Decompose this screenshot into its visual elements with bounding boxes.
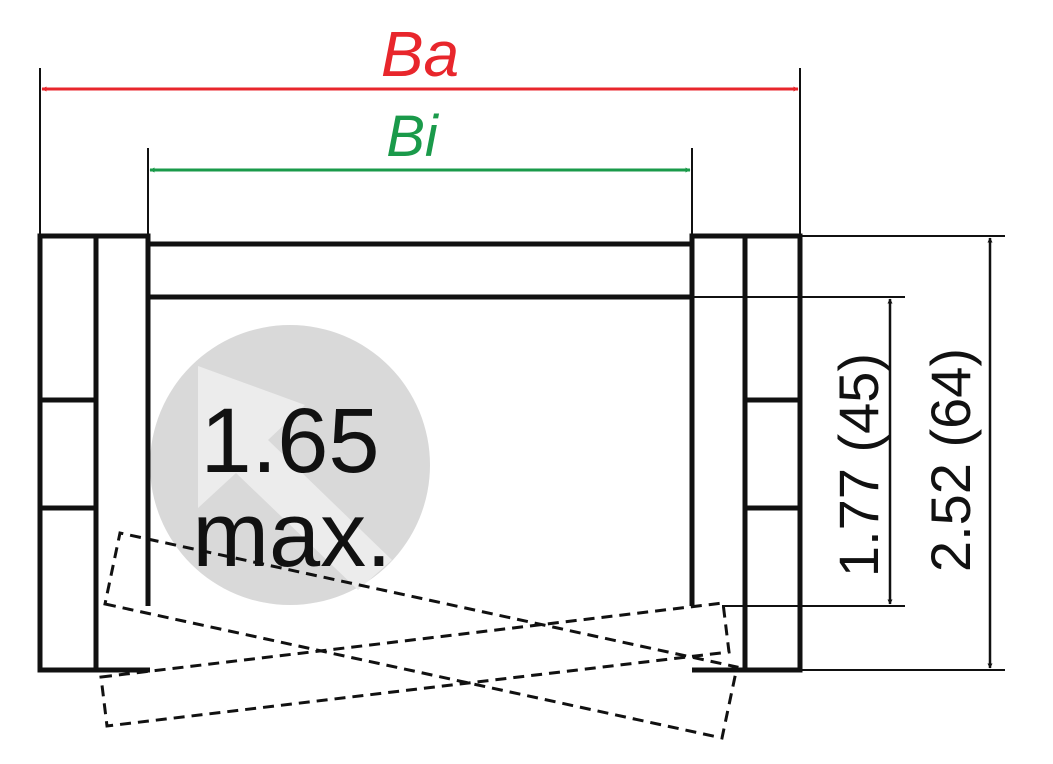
outer-width-dimension: Ba xyxy=(39,18,801,236)
right-side-plate-inner xyxy=(689,233,745,606)
inner-height-label: 1.77 (45) xyxy=(827,353,890,577)
opened-crossbar-outline xyxy=(99,531,739,740)
left-side-plate-outer xyxy=(37,233,99,673)
opened-crossbar-a xyxy=(103,531,739,740)
opened-crossbar-b xyxy=(99,601,731,728)
right-side-link xyxy=(689,233,803,673)
inner-width-label: Bi xyxy=(386,104,440,169)
left-side-link xyxy=(37,233,151,673)
right-side-plate-outer xyxy=(742,233,803,673)
bend-radius-badge: 1.65 max. xyxy=(150,325,430,605)
bend-radius-value: 1.65 xyxy=(200,390,379,492)
outer-height-label: 2.52 (64) xyxy=(919,348,982,572)
top-crossbar xyxy=(148,241,692,300)
outer-width-label: Ba xyxy=(381,18,459,90)
arrow-up-left-icon xyxy=(198,366,392,590)
outer-height-dimension: 2.52 (64) xyxy=(800,235,1005,671)
left-side-plate-inner xyxy=(96,233,151,606)
inner-width-dimension: Bi xyxy=(147,104,693,236)
inner-height-dimension: 1.77 (45) xyxy=(692,296,905,607)
